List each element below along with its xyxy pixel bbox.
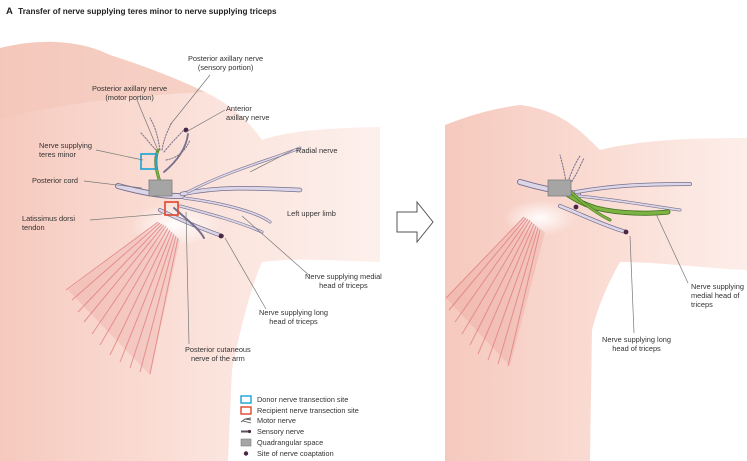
label-left-upper-limb: Left upper limb — [287, 209, 336, 218]
legend-item-donor: Donor nerve transection site — [239, 394, 359, 405]
left-long-head-end-dot — [219, 234, 224, 239]
panel-letter: A — [6, 6, 13, 17]
right-quadrangular-space — [548, 180, 571, 196]
recipient-site-icon — [239, 406, 253, 415]
label-long-head-right: Nerve supplying long head of triceps — [602, 335, 671, 353]
legend-item-recipient: Recipient nerve transection site — [239, 405, 359, 416]
legend-item-coaptation: Site of nerve coaptation — [239, 448, 359, 459]
label-radial-nerve: Radial nerve — [296, 146, 338, 155]
label-anterior-axillary: Anterior axillary nerve — [226, 104, 270, 122]
legend-item-sensory: Sensory nerve — [239, 426, 359, 437]
title-text: Transfer of nerve supplying teres minor … — [18, 7, 276, 16]
legend: Donor nerve transection site Recipient n… — [239, 394, 359, 459]
legend-item-motor: Motor nerve — [239, 416, 359, 427]
coaptation-site-icon — [239, 449, 253, 458]
quadrangular-space-icon — [239, 438, 253, 447]
sensory-nerve-icon — [239, 427, 253, 436]
label-nerve-teres-minor: Nerve supplying teres minor — [39, 141, 92, 159]
transition-arrow — [397, 202, 433, 242]
legend-item-quadrangular: Quadrangular space — [239, 437, 359, 448]
motor-nerve-icon — [239, 416, 253, 425]
label-long-head-left: Nerve supplying long head of triceps — [259, 308, 328, 326]
label-posterior-axillary-motor: Posterior axillary nerve (motor portion) — [92, 84, 167, 102]
left-quadrangular-space — [149, 180, 172, 196]
label-medial-head-left: Nerve supplying medial head of triceps — [305, 272, 382, 290]
label-posterior-cord: Posterior cord — [32, 176, 78, 185]
label-latissimus-dorsi: Latissimus dorsi tendon — [22, 214, 75, 232]
figure-title: A Transfer of nerve supplying teres mino… — [6, 6, 277, 17]
label-posterior-axillary-sensory: Posterior axillary nerve (sensory portio… — [188, 54, 263, 72]
label-posterior-cutaneous: Posterior cutaneous nerve of the arm — [185, 345, 251, 363]
label-medial-head-right: Nerve supplying medial head of triceps — [691, 282, 744, 309]
donor-site-icon — [239, 395, 253, 404]
right-coaptation-dot — [574, 205, 579, 210]
right-long-head-end-dot — [624, 230, 629, 235]
